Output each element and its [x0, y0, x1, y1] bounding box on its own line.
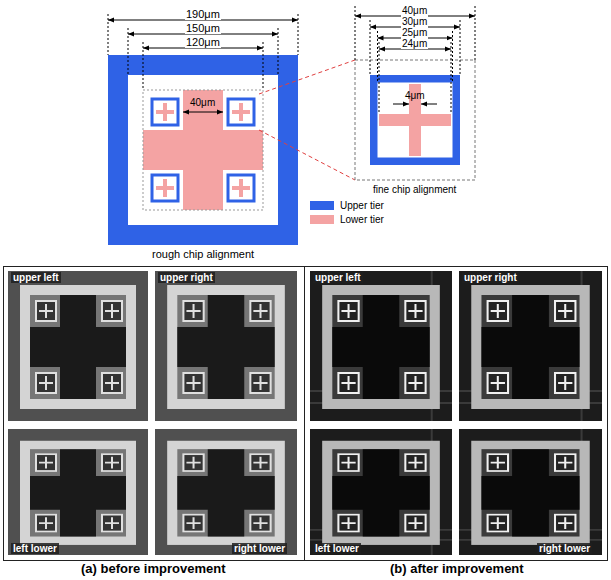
image-panel: (b) after improvement upper left upper rig…: [305, 266, 608, 580]
micrograph-image: [8, 429, 148, 555]
legend-swatch: [310, 201, 334, 210]
photo-label: left lower: [11, 543, 59, 554]
drawing-part: [393, 104, 409, 105]
drawing-part: [355, 6, 475, 114]
zoom-leader: [259, 60, 355, 180]
micrograph-image: [155, 271, 297, 421]
dimension-label: 40μm: [401, 5, 428, 16]
dimension-label: 30μm: [401, 16, 428, 27]
dimension-label: 40μm: [189, 97, 216, 108]
drawing-part: [143, 90, 263, 210]
micrograph: left lower: [310, 429, 452, 555]
photo-label: upper left: [313, 272, 363, 283]
dimension-label: 190μm: [185, 8, 221, 20]
figure-caption: rough chip alignment: [151, 248, 255, 260]
micrograph: upper right: [459, 271, 602, 421]
figure-caption: fine chip alignment: [372, 184, 457, 195]
micrograph-image: [8, 271, 148, 421]
photo-label: right lower: [537, 543, 592, 554]
drawing-part: [223, 170, 259, 206]
micrograph-image: [310, 429, 452, 555]
micrograph: right lower: [155, 429, 297, 555]
micrograph: upper left: [8, 271, 148, 421]
legend-text: Lower tier: [340, 214, 384, 225]
dimension-label: 25μm: [401, 27, 428, 38]
panel-caption: (b) after improvement: [390, 562, 524, 576]
drawing-part: [259, 130, 355, 180]
micrograph-image: [310, 429, 452, 555]
micrograph-image: [155, 429, 297, 555]
micrograph-image: [8, 271, 148, 421]
micrograph-image: [459, 429, 602, 555]
dimension-label: 120μm: [185, 36, 221, 48]
micrograph-image: [459, 271, 602, 421]
drawing-part: [370, 75, 460, 165]
micrograph-image: [155, 429, 297, 555]
micrograph: right lower: [459, 429, 602, 555]
photo-label: upper left: [11, 272, 61, 283]
dimension-lines: [355, 6, 475, 114]
photo-label: upper right: [462, 272, 519, 283]
drawing-part: [355, 60, 475, 180]
micrograph-image: [459, 271, 602, 421]
drawing-part: [259, 60, 355, 94]
micrograph-image: [459, 429, 602, 555]
dimension-label: 4μm: [404, 90, 426, 101]
drawing-part: [4, 267, 608, 561]
dimension-lines: [108, 14, 298, 112]
drawing-part: [147, 170, 183, 206]
drawing-part: [378, 83, 453, 158]
micrograph-image: [310, 271, 452, 421]
micrograph: left lower: [8, 429, 148, 555]
drawing-part: [304, 267, 305, 561]
micrograph: upper left: [310, 271, 452, 421]
drawing-part: [183, 112, 223, 113]
drawing-part: [108, 55, 298, 245]
drawing-part: [147, 94, 183, 130]
drawing-part: [223, 94, 259, 130]
panel-caption: (a) before improvement: [81, 562, 225, 576]
drawing-part: [128, 75, 278, 225]
photo-label: upper right: [158, 272, 215, 283]
micrograph: upper right: [155, 271, 297, 421]
legend-swatch: [310, 215, 334, 224]
photo-label: right lower: [232, 543, 287, 554]
fine-alignment-mark: [355, 60, 475, 180]
drawing-part: [421, 104, 437, 105]
drawing-part: [143, 90, 263, 210]
drawing-part: [108, 14, 298, 90]
dimension-label: 24μm: [401, 38, 428, 49]
dimension-label: 150μm: [185, 22, 221, 34]
image-panel: (a) before improvement upper left upper ri…: [3, 266, 304, 580]
micrograph-image: [8, 429, 148, 555]
rough-alignment-mark: [108, 55, 298, 245]
micrograph-image: [310, 271, 452, 421]
photo-label: left lower: [313, 543, 361, 554]
micrograph-image: [155, 271, 297, 421]
legend-text: Upper tier: [340, 200, 384, 211]
photo-frame: [4, 267, 608, 561]
